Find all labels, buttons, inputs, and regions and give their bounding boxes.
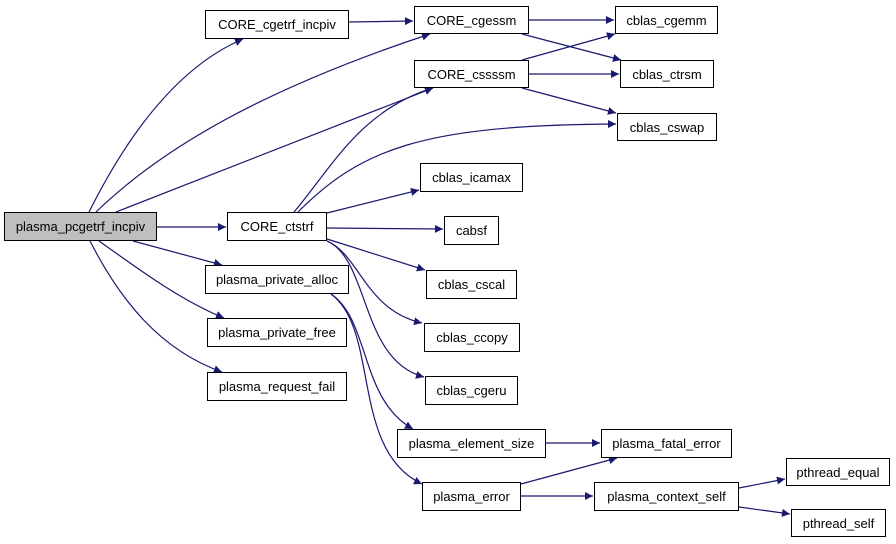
edge-CORE_ctstrf-to-CORE_cssssm — [293, 86, 434, 213]
edge-CORE_ctstrf-to-cblas_cswap — [297, 120, 617, 213]
node-label: plasma_private_free — [218, 325, 336, 340]
edge-plasma_context_self-to-pthread_self — [738, 506, 791, 517]
edge-CORE_cssssm-to-cblas_cgemm — [521, 32, 616, 61]
node-plasma-private-alloc[interactable]: plasma_private_alloc — [205, 265, 349, 294]
node-plasma-private-free[interactable]: plasma_private_free — [207, 318, 347, 347]
edge-plasma_context_self-to-pthread_equal — [738, 476, 786, 489]
edge-CORE_cgetrf_incpiv-to-CORE_cgessm — [348, 17, 414, 26]
node-core-cgessm[interactable]: CORE_cgessm — [414, 6, 529, 34]
node-label: cblas_icamax — [432, 170, 511, 185]
node-label: cblas_cscal — [437, 277, 506, 292]
node-label: plasma_element_size — [408, 436, 535, 451]
node-label: plasma_request_fail — [218, 379, 336, 394]
node-cblas-cscal[interactable]: cblas_cscal — [426, 270, 517, 299]
node-core-cgetrf-incpiv[interactable]: CORE_cgetrf_incpiv — [205, 10, 349, 39]
edge-plasma_pcgetrf_incpiv-to-plasma_request_fail — [89, 240, 223, 374]
node-label: plasma_pcgetrf_incpiv — [15, 219, 146, 234]
node-cblas-cgemm[interactable]: cblas_cgemm — [615, 6, 718, 34]
node-label: plasma_error — [433, 489, 510, 504]
edge-plasma_pcgetrf_incpiv-to-plasma_private_free — [98, 240, 225, 319]
node-label: plasma_fatal_error — [612, 436, 721, 451]
edge-CORE_ctstrf-to-cabsf — [326, 224, 444, 233]
edge-CORE_ctstrf-to-cblas_cscal — [326, 238, 426, 272]
node-core-ctstrf[interactable]: CORE_ctstrf — [227, 212, 327, 241]
node-label: CORE_cgetrf_incpiv — [218, 17, 336, 32]
edge-plasma_pcgetrf_incpiv-to-plasma_private_alloc — [132, 240, 223, 267]
edge-CORE_ctstrf-to-cblas_cgeru — [326, 240, 425, 379]
edge-plasma_pcgetrf_incpiv-to-CORE_cssssm — [115, 87, 434, 213]
node-label: pthread_equal — [796, 464, 880, 480]
edge-plasma_pcgetrf_incpiv-to-CORE_cgessm — [95, 32, 431, 213]
node-label: pthread_self — [802, 515, 875, 531]
node-plasma-error[interactable]: plasma_error — [422, 482, 521, 511]
node-plasma-fatal-error[interactable]: plasma_fatal_error — [601, 429, 732, 458]
node-label: plasma_private_alloc — [215, 272, 339, 287]
node-label: cblas_ccopy — [436, 330, 508, 345]
node-plasma-context-self[interactable]: plasma_context_self — [594, 482, 739, 511]
node-core-cssssm[interactable]: CORE_cssssm — [414, 60, 529, 88]
node-label: cblas_cswap — [629, 119, 705, 135]
edge-plasma_private_alloc-to-plasma_error — [330, 293, 423, 485]
edge-plasma_error-to-plasma_fatal_error — [520, 456, 618, 485]
node-cblas-cswap[interactable]: cblas_cswap — [617, 113, 717, 141]
edge-CORE_cgessm-to-cblas_ctrsm — [521, 33, 622, 62]
node-label: CORE_cgessm — [426, 12, 517, 28]
node-cabsf[interactable]: cabsf — [444, 216, 499, 245]
node-label: plasma_context_self — [607, 489, 726, 504]
node-plasma-pcgetrf-incpiv: plasma_pcgetrf_incpiv — [4, 212, 157, 241]
node-label: cblas_cgeru — [436, 383, 507, 398]
node-plasma-element-size[interactable]: plasma_element_size — [397, 429, 546, 458]
node-pthread-self[interactable]: pthread_self — [791, 509, 886, 537]
node-label: CORE_cssssm — [427, 66, 516, 82]
node-pthread-equal[interactable]: pthread_equal — [786, 458, 890, 486]
edge-CORE_cssssm-to-cblas_cswap — [521, 87, 617, 115]
node-plasma-request-fail[interactable]: plasma_request_fail — [207, 372, 347, 401]
node-label: cblas_ctrsm — [632, 66, 702, 82]
node-cblas-ccopy[interactable]: cblas_ccopy — [424, 323, 520, 352]
node-label: cabsf — [455, 223, 488, 238]
edge-plasma_pcgetrf_incpiv-to-CORE_cgetrf_incpiv — [88, 38, 244, 213]
node-cblas-icamax[interactable]: cblas_icamax — [420, 163, 523, 192]
node-cblas-cgeru[interactable]: cblas_cgeru — [425, 376, 518, 405]
node-label: cblas_cgemm — [626, 12, 707, 28]
edge-CORE_ctstrf-to-cblas_icamax — [326, 188, 420, 214]
node-cblas-ctrsm[interactable]: cblas_ctrsm — [620, 60, 714, 88]
node-label: CORE_ctstrf — [240, 219, 314, 234]
